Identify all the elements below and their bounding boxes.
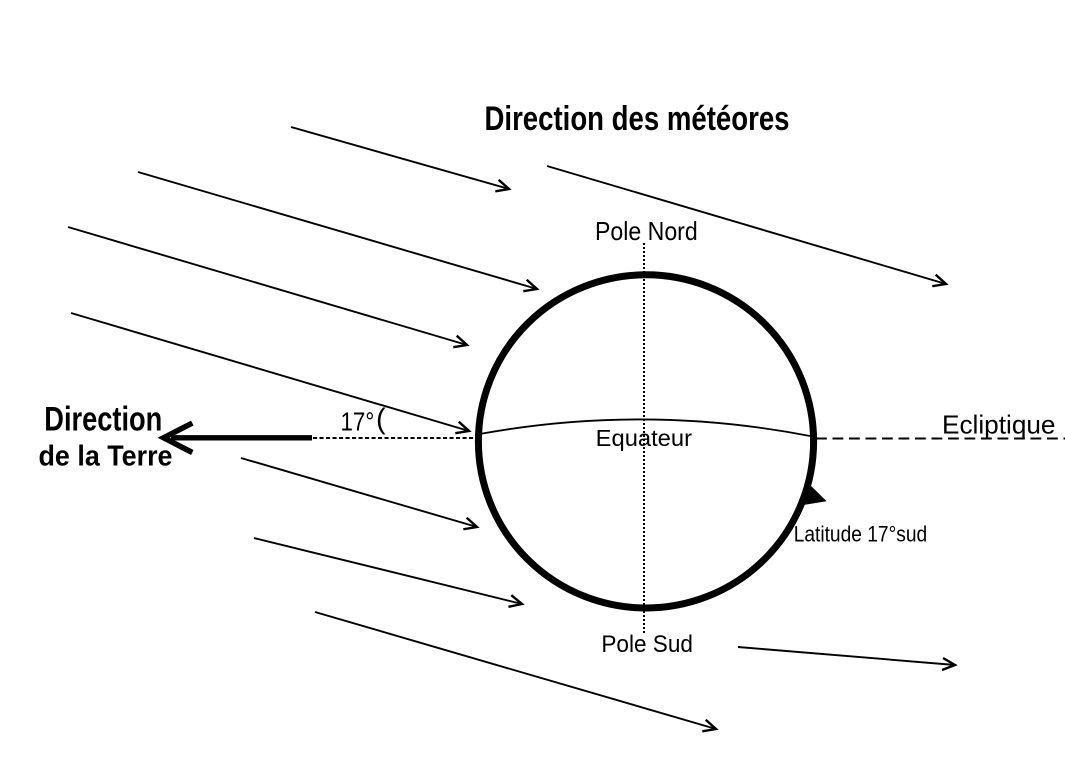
svg-text:17°: 17°: [341, 409, 375, 437]
svg-text:Equateur: Equateur: [596, 425, 693, 451]
svg-text:Pole Sud: Pole Sud: [601, 631, 693, 658]
svg-text:Direction: Direction: [44, 400, 162, 438]
svg-text:de la Terre: de la Terre: [39, 441, 173, 473]
svg-text:(: (: [376, 404, 386, 436]
svg-text:Ecliptique: Ecliptique: [942, 412, 1056, 440]
svg-text:Direction des météores: Direction des météores: [485, 100, 790, 138]
svg-text:Latitude 17°sud: Latitude 17°sud: [794, 521, 928, 546]
svg-text:Pole Nord: Pole Nord: [595, 216, 698, 246]
